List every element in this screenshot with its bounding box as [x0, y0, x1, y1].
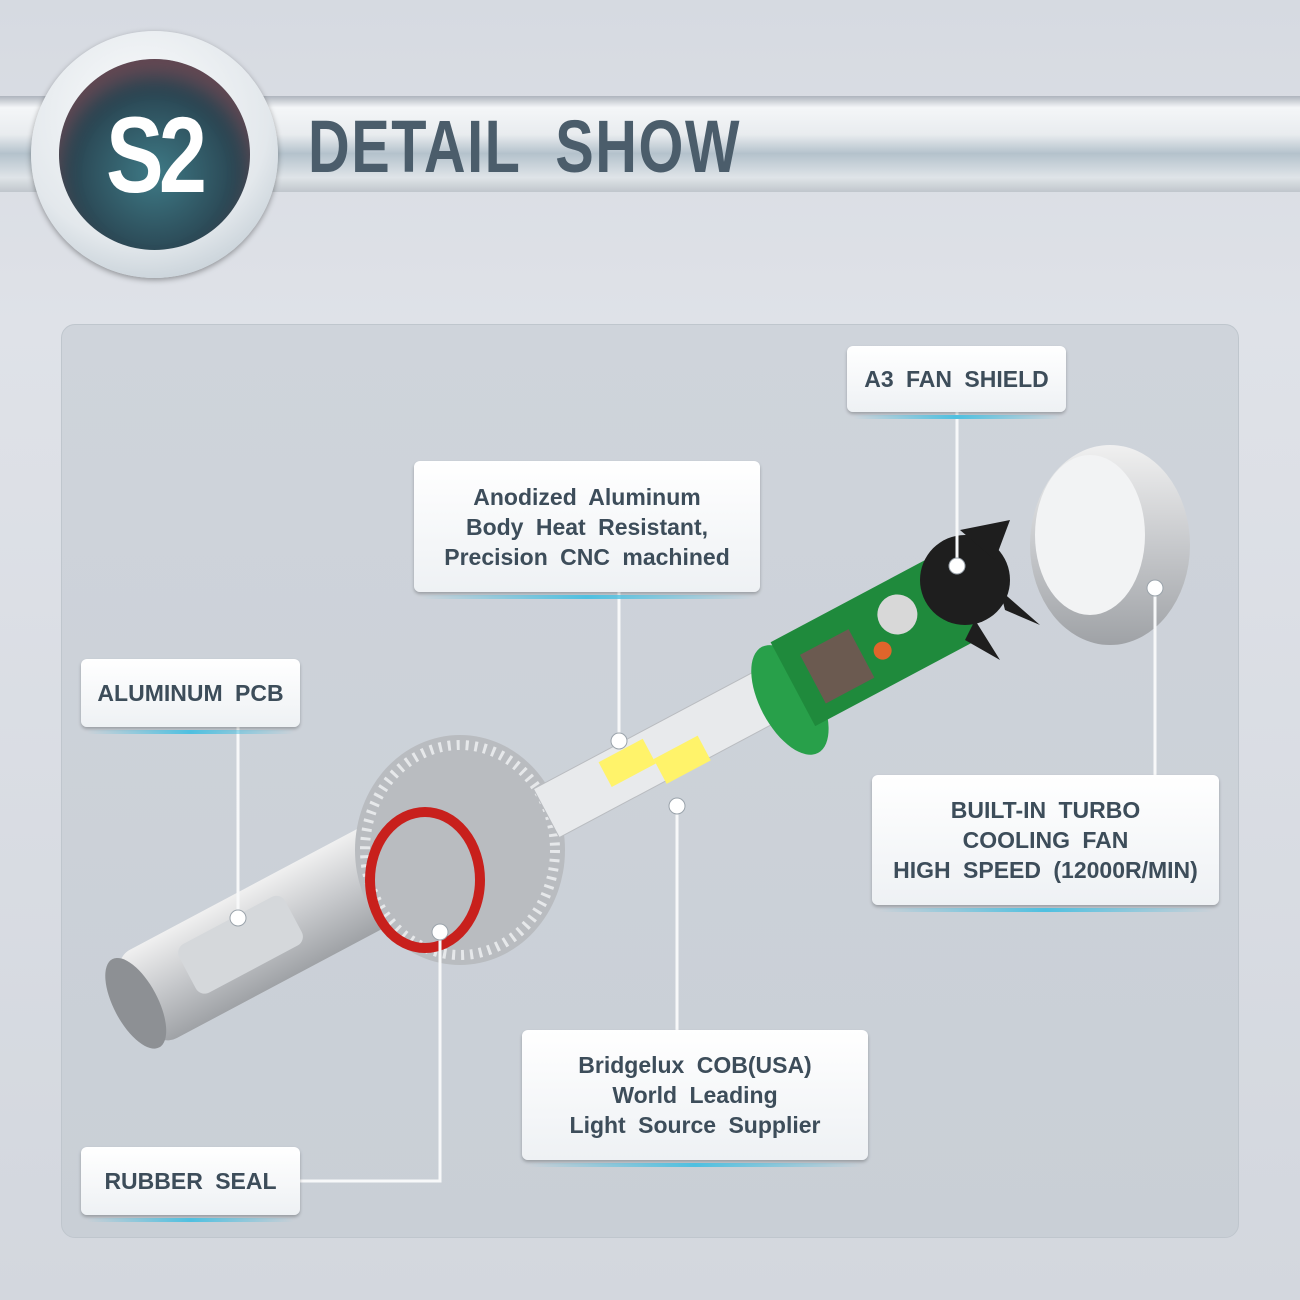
- leader-lines: [236, 412, 1157, 1183]
- label-line: HIGH SPEED (12000R/MIN): [893, 857, 1198, 883]
- label-cooling-fan: BUILT-IN TURBO COOLING FAN HIGH SPEED (120…: [872, 775, 1219, 912]
- label-line: Light Source Supplier: [569, 1112, 821, 1138]
- label-fan-shield: A3 FAN SHIELD: [847, 346, 1066, 419]
- rubber-seal: [365, 807, 485, 953]
- label-aluminum-pcb: ALUMINUM PCB: [81, 659, 300, 734]
- cooling-fan: [920, 520, 1040, 660]
- label-line: BUILT-IN TURBO: [950, 797, 1141, 823]
- label-line: RUBBER SEAL: [104, 1168, 277, 1194]
- led-bar: [532, 666, 790, 839]
- label-line: Precision CNC machined: [444, 543, 730, 570]
- section-badge: S2: [31, 31, 278, 278]
- label-rubber-seal: RUBBER SEAL: [81, 1147, 300, 1222]
- heatsink: [355, 735, 565, 965]
- label-line: ALUMINUM PCB: [97, 680, 284, 706]
- label-line: World Leading: [612, 1082, 778, 1108]
- label-line: Body Heat Resistant,: [465, 513, 709, 540]
- label-line: COOLING FAN: [962, 827, 1129, 853]
- badge-number: S2: [106, 94, 207, 215]
- leader-dots: [229, 557, 1164, 941]
- label-line: Anodized Aluminum: [473, 483, 701, 510]
- label-line: Bridgelux COB(USA): [578, 1052, 812, 1078]
- page-title: DETAIL SHOW: [308, 105, 742, 188]
- label-line: A3 FAN SHIELD: [864, 366, 1049, 392]
- fan-shield: [1030, 445, 1190, 645]
